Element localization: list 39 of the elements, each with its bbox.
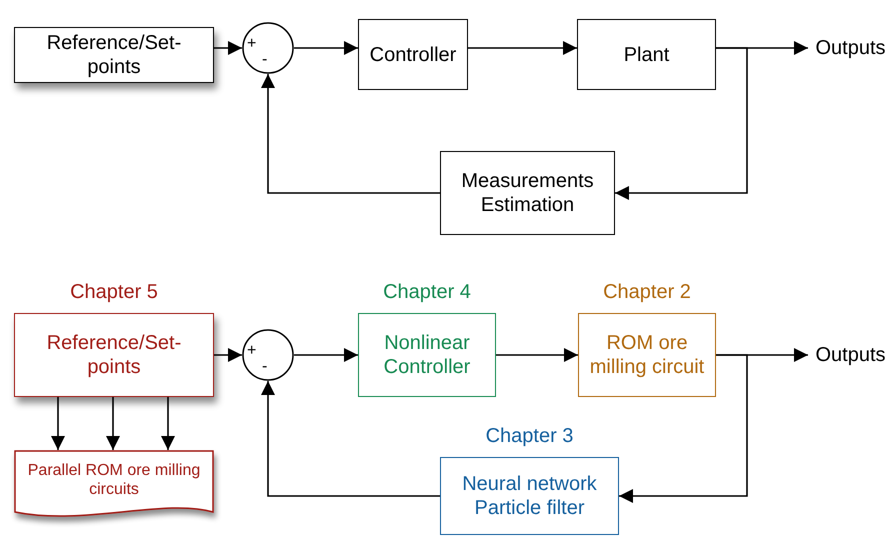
node-label: Parallel ROM ore milling circuits xyxy=(26,460,202,500)
chapter-heading: Chapter 5 xyxy=(69,280,159,304)
chapter-heading: Chapter 3 xyxy=(484,424,574,448)
node-label: ROM ore milling circuit xyxy=(588,331,706,379)
arrow xyxy=(615,47,748,200)
arrow xyxy=(261,381,440,497)
arrow xyxy=(261,74,440,194)
plus-sign: + xyxy=(247,341,256,360)
node-label: Outputs xyxy=(815,343,886,367)
arrow xyxy=(214,41,242,55)
node-label: Nonlinear Controller xyxy=(382,331,472,379)
node-label: Controller xyxy=(368,42,458,66)
arrow xyxy=(468,41,577,55)
process-box xyxy=(440,151,615,235)
arrow xyxy=(106,397,120,450)
node-label: Neural network Particle filter xyxy=(461,472,598,520)
document-shape xyxy=(14,450,214,520)
plus-sign: + xyxy=(247,34,256,54)
minus-sign: - xyxy=(262,50,268,70)
node-label: Plant xyxy=(622,42,670,66)
process-box xyxy=(577,19,716,90)
summing-junction xyxy=(242,329,294,381)
node-label: Reference/Set-points xyxy=(46,331,182,379)
chapter-heading: Chapter 4 xyxy=(382,280,472,304)
node-label: Measurements Estimation xyxy=(460,169,595,217)
arrow xyxy=(496,348,578,362)
arrow xyxy=(214,348,242,362)
node-label: Reference/Set-points xyxy=(46,31,182,79)
arrow xyxy=(161,397,175,450)
chapter-heading: Chapter 2 xyxy=(602,280,692,304)
minus-sign: - xyxy=(262,357,268,376)
arrow xyxy=(51,397,65,450)
arrow xyxy=(619,354,748,503)
process-box xyxy=(14,27,214,83)
arrow xyxy=(294,41,358,55)
node-label: Outputs xyxy=(815,36,886,60)
summing-junction xyxy=(242,22,294,74)
process-box xyxy=(358,19,468,90)
arrow xyxy=(294,348,358,362)
